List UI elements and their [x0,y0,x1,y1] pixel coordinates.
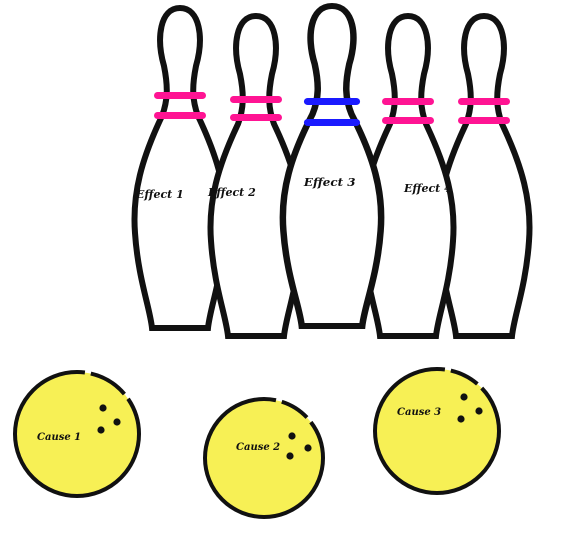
pin-label: Effect 4 [403,182,452,195]
pin-label: Effect 2 [207,186,256,199]
pin-band-top [382,98,434,105]
finger-hole [288,432,295,439]
finger-hole [304,444,311,451]
pin-band-bottom [304,119,360,126]
finger-hole [113,418,120,425]
pin-label: Effect 1 [135,188,184,201]
pin-band-top [458,98,510,105]
pin-label: Effect 3 [303,175,356,188]
bowling-ball-1: Cause 1 [15,372,139,496]
pin-band-top [154,92,206,99]
pin-band-top [230,96,282,103]
bowling-pin-5 [438,16,529,336]
pin-band-bottom [154,112,206,119]
finger-hole [475,407,482,414]
pin-band-top [304,98,360,105]
finger-hole [457,415,464,422]
pin-band-bottom [382,117,434,124]
pin-band-bottom [230,114,282,121]
pin-band-bottom [458,117,510,124]
finger-hole [97,426,104,433]
finger-hole [99,404,106,411]
finger-hole [460,393,467,400]
ball-label: Cause 2 [236,442,280,453]
bowling-pin-1: Effect 1 [134,8,225,328]
ball-body [375,369,499,493]
bowling-ball-3: Cause 3 [375,369,499,493]
ball-label: Cause 3 [397,407,441,418]
ball-label: Cause 1 [37,432,81,443]
finger-hole [286,452,293,459]
ball-body [205,399,323,517]
bowling-ball-2: Cause 2 [205,399,323,517]
bowling-pin-3: Effect 3 [283,6,381,326]
